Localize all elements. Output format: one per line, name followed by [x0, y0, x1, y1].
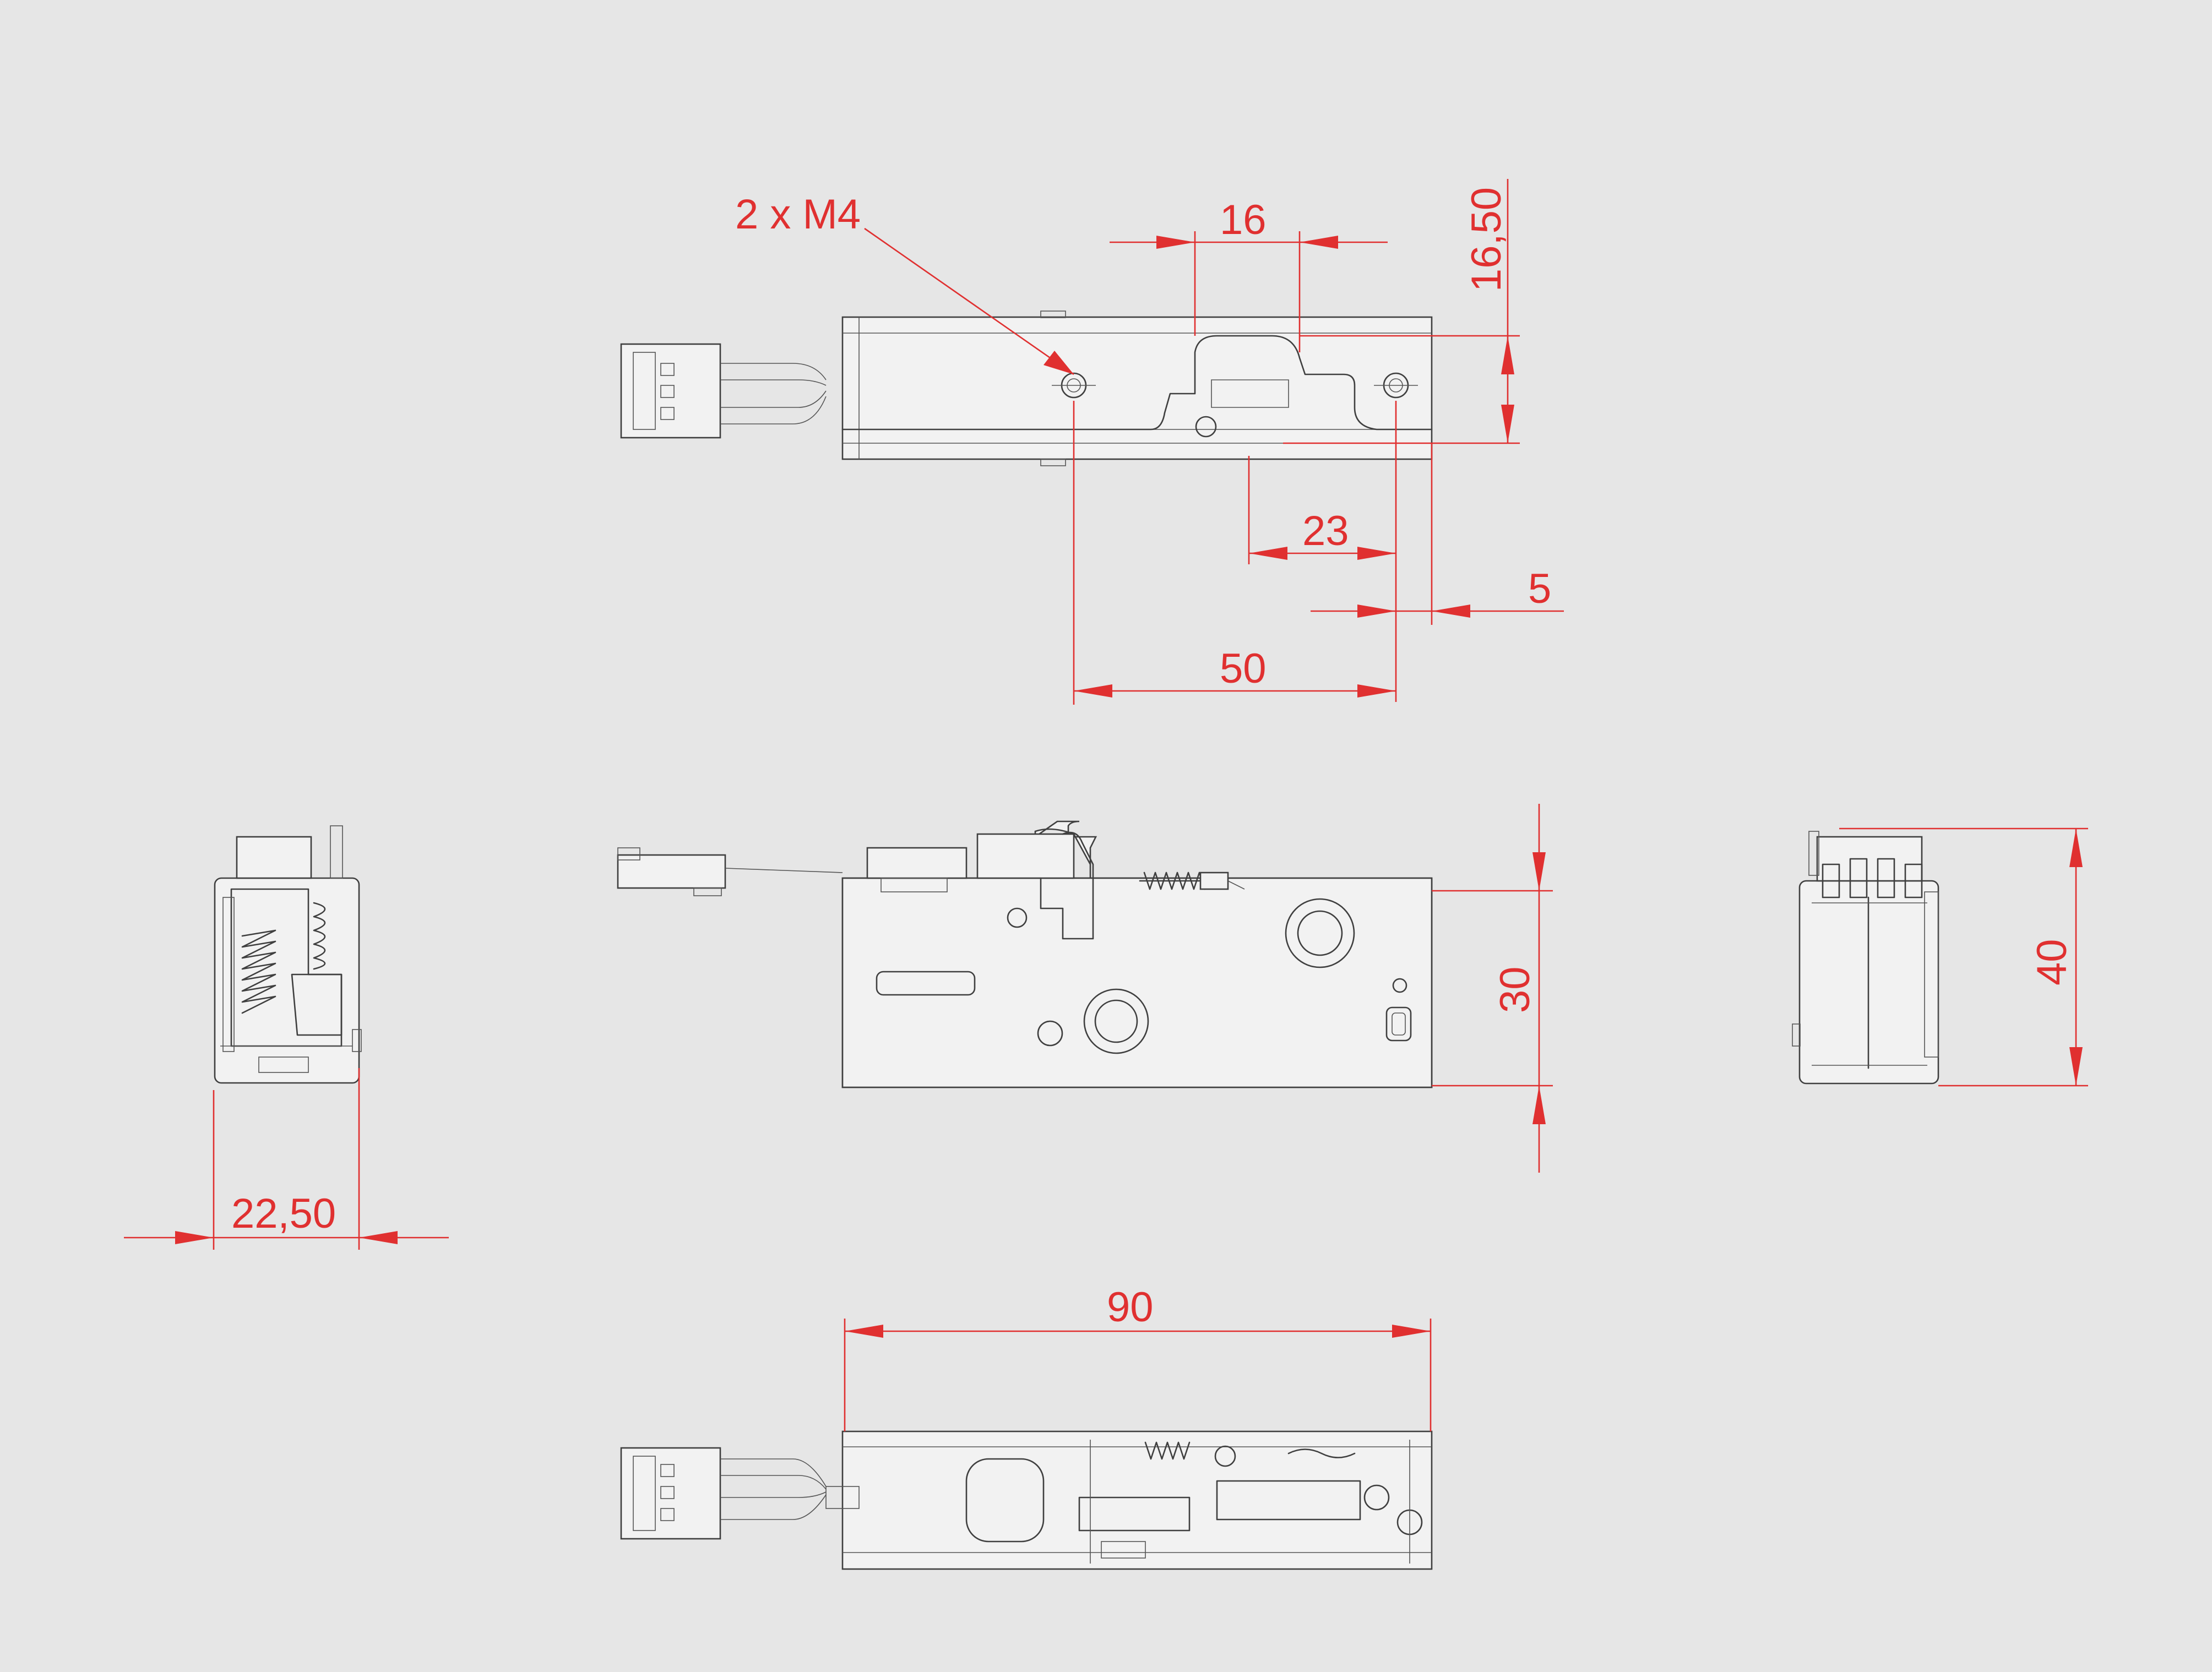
front-boss-top — [1285, 898, 1355, 968]
dim-5-label: 5 — [1528, 565, 1551, 612]
dim-thread: 2 x M4 — [735, 191, 1074, 375]
dim-16-label: 16 — [1220, 197, 1267, 243]
dim-thread-label: 2 x M4 — [735, 191, 861, 238]
dim-90-label: 90 — [1107, 1284, 1154, 1331]
front-spring — [1139, 872, 1245, 890]
dim-16: 16 — [1110, 197, 1388, 352]
dim-22-50: 22,50 — [124, 1068, 449, 1250]
bottom-connector — [620, 1447, 721, 1540]
bottom-view — [620, 1430, 1433, 1570]
top-view — [620, 311, 1433, 466]
dim-30: 30 — [1432, 804, 1553, 1173]
dimensions: 2 x M4 16 16,50 23 — [124, 179, 2088, 1431]
front-view — [617, 820, 1433, 1088]
dim-23-label: 23 — [1302, 508, 1349, 554]
dim-40: 40 — [1839, 827, 2088, 1087]
dim-22-50-label: 22,50 — [231, 1190, 336, 1237]
front-boss-bottom — [1083, 988, 1149, 1054]
front-connector — [617, 854, 726, 889]
dim-90: 90 — [844, 1284, 1432, 1431]
dim-30-label: 30 — [1492, 966, 1539, 1013]
right-side-view — [1792, 831, 1939, 1085]
dim-16-50: 16,50 — [1283, 179, 1520, 444]
dim-16-50-label: 16,50 — [1463, 187, 1510, 292]
top-connector — [620, 343, 721, 439]
left-housing — [214, 877, 360, 1084]
top-housing — [841, 316, 1433, 460]
left-side-view — [214, 825, 362, 1084]
dim-5: 5 — [1311, 443, 1564, 625]
dim-50-label: 50 — [1220, 645, 1267, 692]
bottom-housing — [841, 1430, 1433, 1570]
dim-40-label: 40 — [2029, 939, 2075, 985]
front-slot — [876, 971, 976, 996]
dim-23: 23 — [1248, 401, 1397, 702]
dim-50: 50 — [1073, 401, 1396, 705]
